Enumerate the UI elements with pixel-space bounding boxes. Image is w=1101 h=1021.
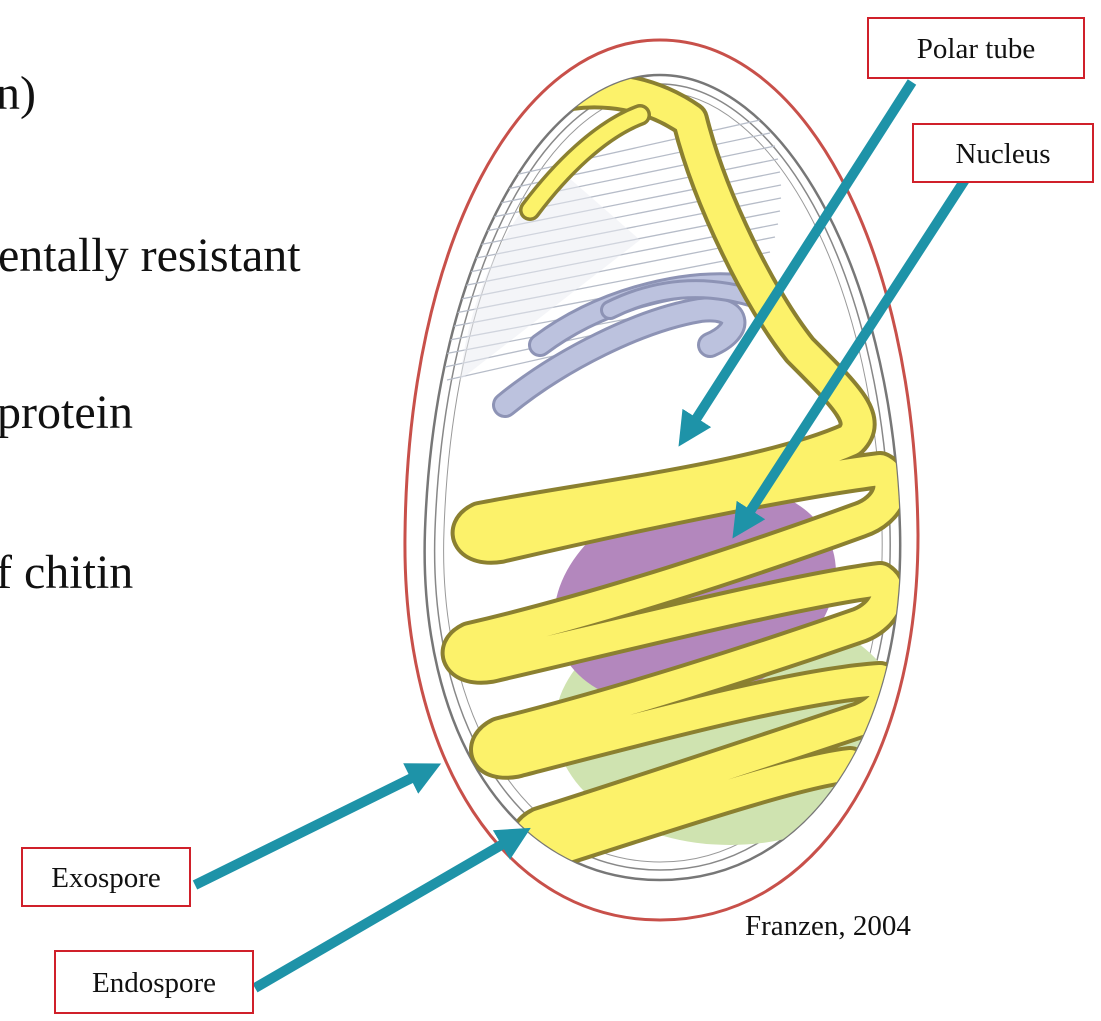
endospore-label-text: Endospore: [92, 967, 216, 999]
endospore-label: Endospore: [55, 951, 253, 1013]
polar-tube-label-text: Polar tube: [917, 33, 1035, 65]
citation: Franzen, 2004: [745, 910, 911, 942]
nucleus-label-text: Nucleus: [955, 138, 1050, 170]
exospore-label: Exospore: [22, 848, 190, 906]
polar-tube-label: Polar tube: [868, 18, 1084, 78]
exospore-arrow: [195, 768, 432, 885]
exospore-label-text: Exospore: [51, 862, 161, 894]
nucleus-label: Nucleus: [913, 124, 1093, 182]
endospore-arrow: [255, 833, 522, 988]
